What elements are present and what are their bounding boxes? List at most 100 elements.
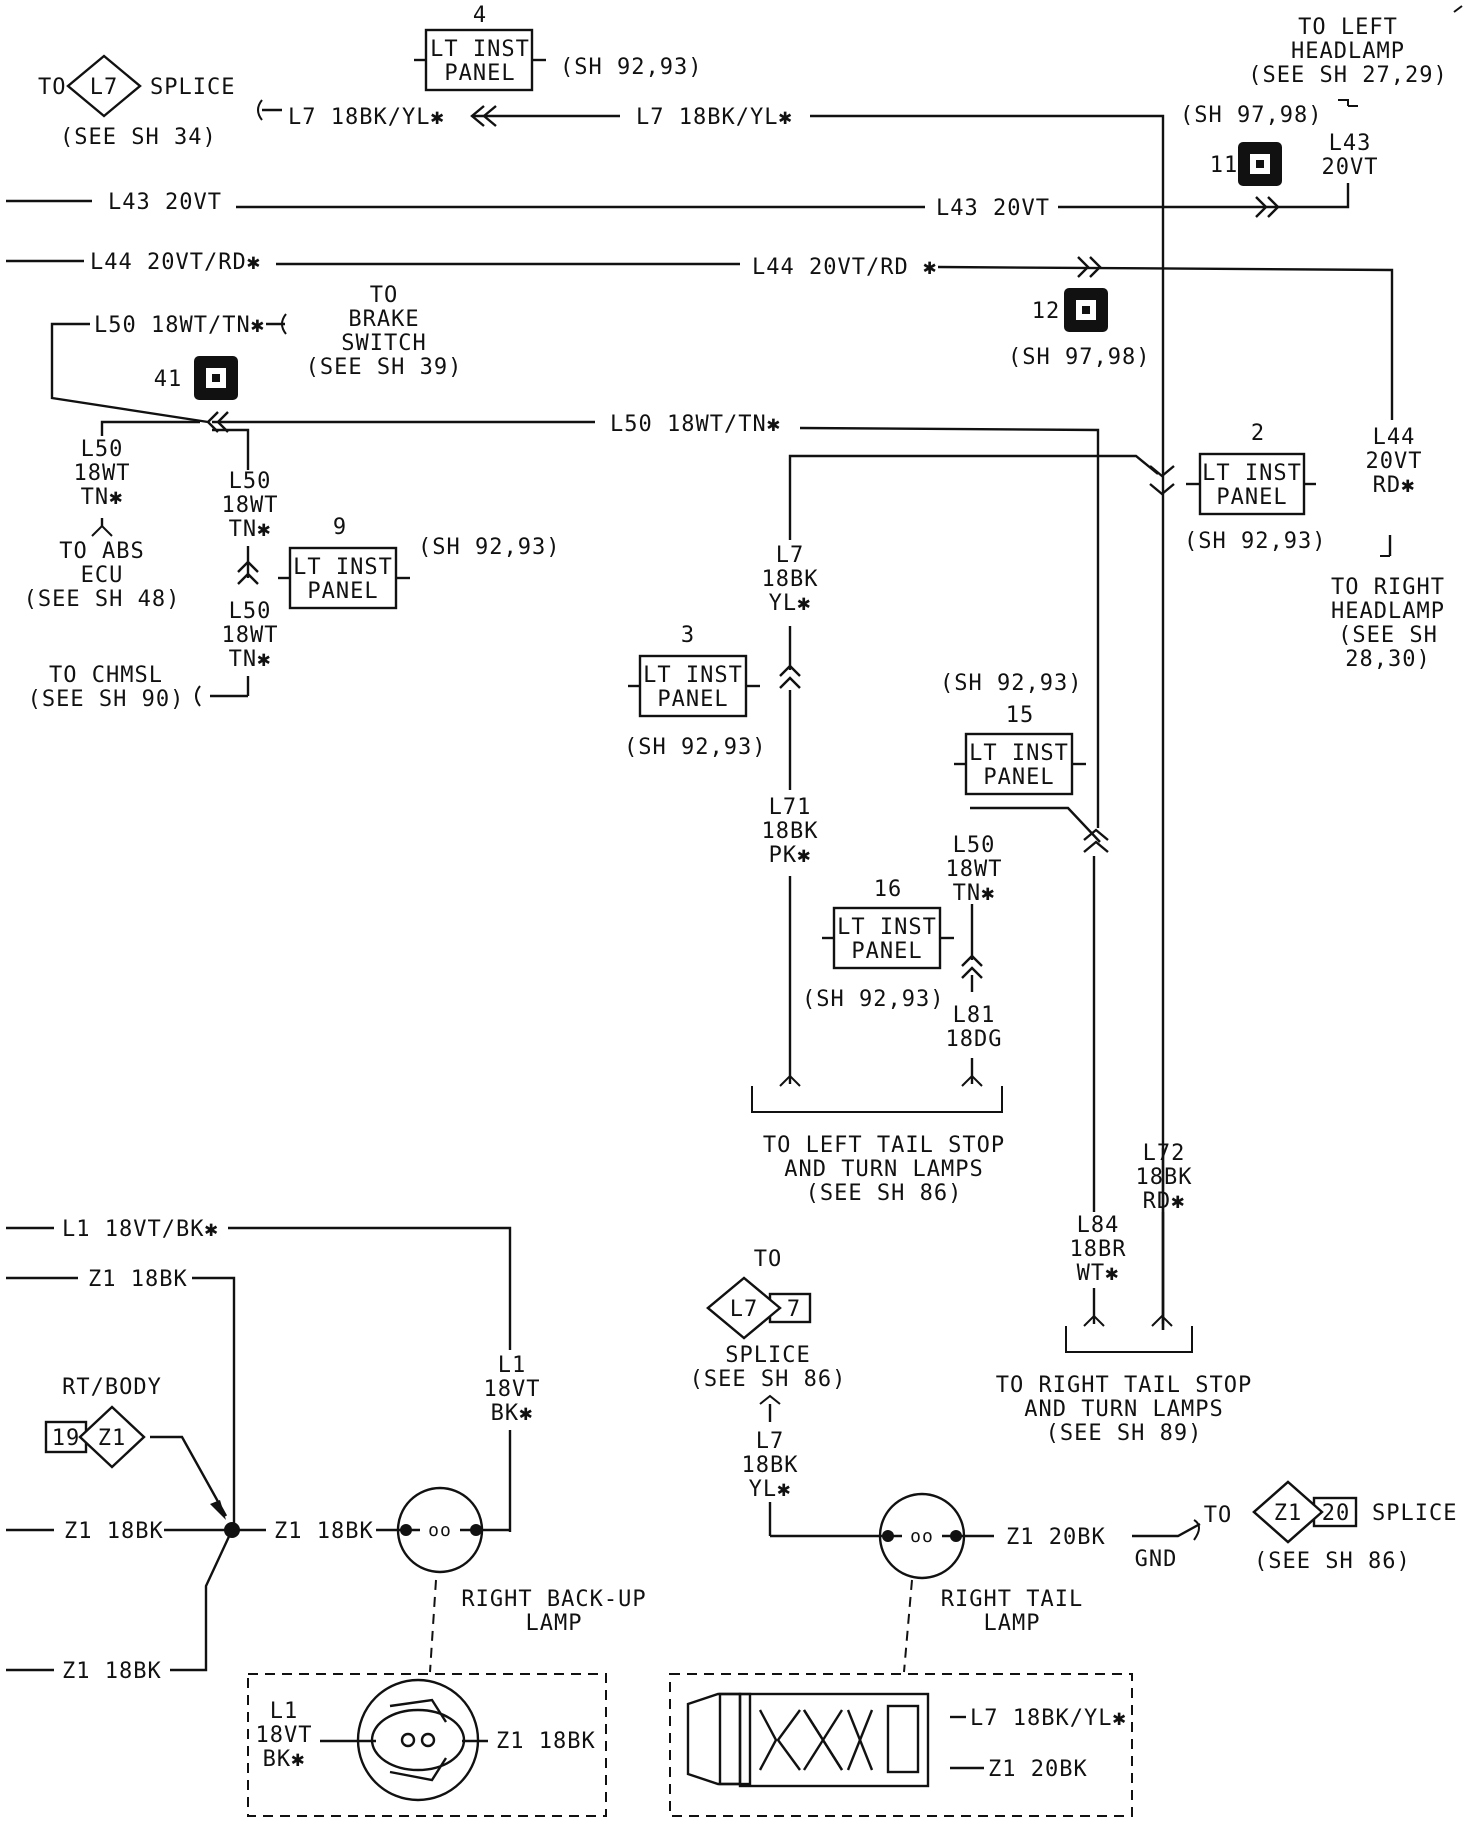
l7-splice-ref: TO L7 SPLICE (SEE SH 34) bbox=[38, 54, 235, 150]
inst-panel-connector-16: 16 LT INST PANEL (SH 92,93) bbox=[802, 877, 954, 1012]
note-line: TO LEFT TAIL STOP bbox=[763, 1133, 1005, 1158]
sheet-ref: (SH 97,98) bbox=[1180, 103, 1322, 128]
l84-vertical-stack: L84 18BR WT✱ bbox=[1070, 1213, 1127, 1286]
stack-line: L81 bbox=[953, 1003, 996, 1028]
connector-12: 12 (SH 97,98) bbox=[1008, 288, 1150, 370]
z1-20bk-wire-label: Z1 20BK bbox=[1006, 1525, 1106, 1550]
sheet-ref: (SH 97,98) bbox=[1008, 345, 1150, 370]
l50-b-stack: L50 18WT TN✱ bbox=[222, 599, 278, 672]
sheet-ref: (SH 92,93) bbox=[1184, 529, 1326, 554]
socket-wire-z1: Z1 18BK bbox=[496, 1729, 596, 1754]
note-line: ECU bbox=[81, 563, 124, 588]
panel-label-line: PANEL bbox=[307, 579, 378, 604]
rt-body-ground: RT/BODY 19 Z1 bbox=[44, 1375, 226, 1520]
inst-panel-connector-3: 3 LT INST PANEL (SH 92,93) bbox=[624, 623, 766, 760]
brake-switch-note: TO BRAKE SWITCH (SEE SH 39) bbox=[306, 283, 463, 380]
left-tail-note: TO LEFT TAIL STOP AND TURN LAMPS (SEE SH… bbox=[763, 1133, 1005, 1206]
connector-number: 41 bbox=[154, 367, 183, 392]
note-line: (SEE SH bbox=[1338, 623, 1438, 648]
l7-wire-label-mid: L7 18BK/YL✱ bbox=[636, 105, 793, 130]
stack-line: L50 bbox=[229, 469, 272, 494]
right-headlamp-note: TO RIGHT HEADLAMP (SEE SH 28,30) bbox=[1331, 575, 1444, 672]
splice-label: SPLICE bbox=[150, 75, 235, 100]
wire-stacks: L43 20VT L44 20VT RD✱ L50 18WT TN✱ L50 1… bbox=[74, 131, 1423, 1502]
sheet-ref: (SH 92,93) bbox=[624, 735, 766, 760]
right-tail-note: TO RIGHT TAIL STOP AND TURN LAMPS (SEE S… bbox=[996, 1373, 1252, 1446]
stack-line: RD✱ bbox=[1143, 1189, 1186, 1214]
note-line: (SEE SH 39) bbox=[306, 355, 463, 380]
rt-body-label: RT/BODY bbox=[62, 1375, 162, 1400]
stack-line: 18WT bbox=[946, 857, 1003, 882]
gnd-label: GND bbox=[1135, 1547, 1178, 1572]
l43-wire-label-mid: L43 20VT bbox=[936, 196, 1050, 221]
chmsl-note: TO CHMSL (SEE SH 90) bbox=[28, 663, 185, 712]
z1-wire-label-bot: Z1 18BK bbox=[62, 1659, 162, 1684]
note-line: (SEE SH 90) bbox=[28, 687, 185, 712]
l44-wire-label-mid: L44 20VT/RD ✱ bbox=[752, 255, 937, 280]
backup-lamp-socket-detail: L1 18VT BK✱ Z1 18BK bbox=[247, 1673, 607, 1817]
note-line: TO RIGHT TAIL STOP bbox=[996, 1373, 1252, 1398]
wire-labels: L7 18BK/YL✱ L7 18BK/YL✱ L43 20VT L43 20V… bbox=[62, 105, 1106, 1684]
inst-panel-connector-2: 2 LT INST PANEL (SH 92,93) bbox=[1184, 421, 1326, 554]
inst-panel-connector-4: 4 LT INST PANEL (SH 92,93) bbox=[414, 3, 702, 92]
l71-vertical-stack: L71 18BK PK✱ bbox=[762, 795, 819, 868]
panel-label-line: LT INST bbox=[430, 37, 530, 62]
l81-vertical-stack: L81 18DG bbox=[946, 1003, 1002, 1052]
socket-wire-line: 18VT bbox=[256, 1723, 313, 1748]
lamp-label-line: LAMP bbox=[526, 1611, 583, 1636]
inst-panel-connector-9: 9 LT INST PANEL (SH 92,93) bbox=[278, 515, 559, 610]
note-line: AND TURN LAMPS bbox=[1024, 1397, 1223, 1422]
note-line: SPLICE bbox=[725, 1343, 810, 1368]
stack-line: 20VT bbox=[1366, 449, 1423, 474]
stack-line: TN✱ bbox=[229, 647, 272, 672]
stack-line: 20VT bbox=[1322, 155, 1379, 180]
stack-line: 18BK bbox=[762, 819, 819, 844]
stack-line: 18WT bbox=[222, 493, 279, 518]
sheet-ref: (SH 92,93) bbox=[802, 987, 944, 1012]
stack-line: L7 bbox=[776, 543, 805, 568]
gnd-to: TO bbox=[1204, 1503, 1233, 1528]
socket-wire-line: BK✱ bbox=[263, 1747, 306, 1772]
splice-code: L7 bbox=[730, 1297, 759, 1322]
l50-wire-label-top: L50 18WT/TN✱ bbox=[94, 313, 265, 338]
panel-label-line: LT INST bbox=[1202, 461, 1302, 486]
panel-label-line: LT INST bbox=[837, 915, 937, 940]
l1-wire-label: L1 18VT/BK✱ bbox=[62, 1217, 219, 1242]
connector-number: 11 bbox=[1210, 153, 1239, 178]
l44-wire-label-left: L44 20VT/RD✱ bbox=[90, 250, 261, 275]
l7-splice-7: TO L7 7 SPLICE (SEE SH 86) bbox=[690, 1247, 846, 1392]
stack-line: YL✱ bbox=[769, 591, 812, 616]
inst-panel-connector-15: 15 LT INST PANEL (SH 92,93) bbox=[940, 671, 1086, 796]
l1-vertical-stack: L1 18VT BK✱ bbox=[484, 1353, 540, 1426]
abs-ecu-note: TO ABS ECU (SEE SH 48) bbox=[24, 539, 180, 612]
stack-line: 18WT bbox=[74, 461, 131, 486]
panel-label-line: PANEL bbox=[1216, 485, 1287, 510]
l50-wire-label-mid: L50 18WT/TN✱ bbox=[610, 412, 781, 437]
l50-c-stack: L50 18WT TN✱ bbox=[946, 833, 1003, 906]
splice-code: L7 bbox=[90, 75, 119, 100]
left-headlamp-note: TO LEFT HEADLAMP (SEE SH 27,29) bbox=[1248, 15, 1446, 88]
splice-number: 7 bbox=[787, 1297, 801, 1322]
stack-line: L44 bbox=[1373, 425, 1416, 450]
panel-label-line: PANEL bbox=[851, 939, 922, 964]
note-line: (SEE SH 86) bbox=[806, 1181, 963, 1206]
note-line: TO bbox=[370, 283, 399, 308]
stack-line: WT✱ bbox=[1077, 1261, 1120, 1286]
connector-number: 9 bbox=[333, 515, 347, 540]
stack-line: 18BK bbox=[742, 1453, 799, 1478]
panel-label-line: PANEL bbox=[444, 61, 515, 86]
sheet-ref: (SH 92,93) bbox=[560, 55, 702, 80]
note-line: TO LEFT bbox=[1298, 15, 1398, 40]
splice-sheet-ref: (SEE SH 86) bbox=[1254, 1549, 1411, 1574]
splice-to: TO bbox=[754, 1247, 783, 1272]
wire-lines bbox=[6, 108, 1394, 1770]
stack-line: L50 bbox=[229, 599, 272, 624]
stack-line: RD✱ bbox=[1373, 473, 1416, 498]
panel-label-line: LT INST bbox=[293, 555, 393, 580]
note-line: BRAKE bbox=[348, 307, 419, 332]
l7-bottom-stack: L7 18BK YL✱ bbox=[742, 1429, 799, 1502]
l44-right-stack: L44 20VT RD✱ bbox=[1366, 425, 1423, 498]
stack-line: 18BR bbox=[1070, 1237, 1127, 1262]
stack-line: BK✱ bbox=[491, 1401, 534, 1426]
